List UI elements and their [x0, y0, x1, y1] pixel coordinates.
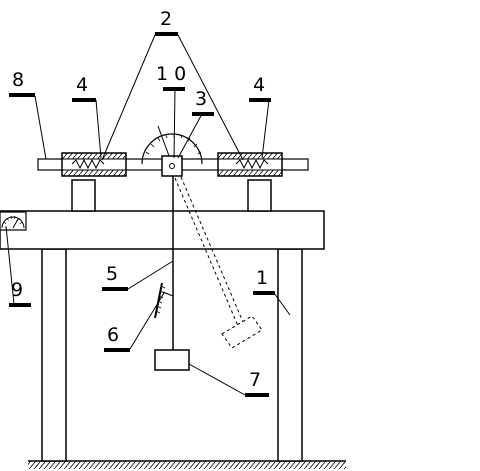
label-5: 5	[106, 263, 118, 285]
label-3: 3	[195, 88, 207, 110]
pivot-block	[161, 155, 183, 177]
label-9: 9	[11, 279, 23, 301]
label-bars	[9, 32, 275, 397]
bearing-housing-left	[61, 152, 127, 177]
table-top	[0, 210, 325, 250]
label-1: 1	[256, 267, 268, 289]
pendulum-weight	[154, 349, 190, 371]
leader-lines	[5, 34, 291, 396]
support-posts	[71, 179, 272, 212]
swung-pendulum	[174, 176, 263, 349]
label-4-right: 4	[253, 74, 265, 96]
scale-plate	[154, 282, 174, 319]
label-10: 1 0	[156, 63, 186, 85]
label-4-left: 4	[76, 74, 88, 96]
ground	[28, 460, 346, 469]
table-legs	[41, 248, 303, 462]
label-7: 7	[249, 369, 261, 391]
label-2: 2	[160, 8, 172, 30]
label-8: 8	[12, 69, 24, 91]
dial-gauge	[0, 211, 27, 231]
bearing-housing-right	[217, 152, 283, 177]
label-6: 6	[107, 324, 119, 346]
